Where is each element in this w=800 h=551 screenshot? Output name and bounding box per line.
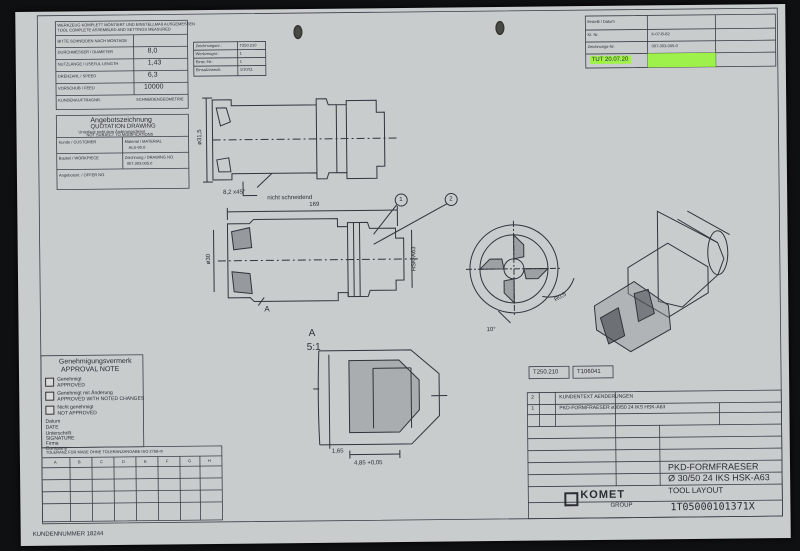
material-value: ALS-90.0 bbox=[128, 144, 146, 150]
tol-h-0: A bbox=[53, 459, 57, 465]
ref-box-2: T106041 bbox=[576, 368, 601, 376]
customer-number: KUNDENNUMMER 18244 bbox=[32, 531, 104, 538]
dim-small: 1,65 bbox=[331, 448, 344, 455]
spec-0-label: Zeichnungsnr.: bbox=[195, 42, 222, 49]
row-2-value: 6,3 bbox=[147, 71, 158, 79]
row-1-value: 1,43 bbox=[147, 59, 162, 67]
drawing-value: 007.303.005.0 bbox=[126, 160, 153, 166]
tr-1-label: Kt. Nr. bbox=[587, 31, 599, 38]
spec-3-label: Einsatzzweck: bbox=[195, 66, 222, 73]
tol-h-1: B bbox=[77, 459, 81, 465]
section-scale: 5:1 bbox=[306, 341, 321, 354]
approved-en: APPROVED bbox=[57, 382, 85, 389]
spec-2-label: Einst.-Nr.: bbox=[195, 58, 214, 65]
approved-changes-en: APPROVED WITH NOTED CHANGES bbox=[57, 395, 145, 403]
row-2-label: DREHZAHL / SPEED bbox=[57, 73, 97, 79]
approved-checkbox[interactable] bbox=[45, 377, 55, 387]
tol-h-6: G bbox=[187, 458, 192, 464]
company-logo-icon bbox=[564, 492, 579, 507]
not-approved-en: NOT APPROVED bbox=[57, 410, 97, 417]
dim-top: ø31,5 bbox=[197, 129, 204, 145]
quotation-note-en: NOT SUBJECT TO MODIFICATIONS bbox=[86, 131, 154, 138]
extra-line-1: KUNDENAUFTRAGNR. bbox=[58, 97, 102, 103]
spec-3-value: 1/10/11 bbox=[239, 66, 253, 72]
offer-label: Angebotsnr. / OFFER NO. bbox=[58, 172, 106, 178]
top-right-green-band bbox=[647, 52, 716, 68]
approved-date-highlight: TUT 20.07.20 bbox=[589, 55, 631, 65]
dim-angle: 8,2 x45° bbox=[223, 189, 246, 196]
tr-2-value: 007-303-005-0 bbox=[651, 43, 678, 49]
hsk-label: HSK-A63 bbox=[411, 246, 418, 272]
nicht-schneidend: nicht schneidend bbox=[267, 194, 313, 202]
spec-2-value: 1 bbox=[239, 58, 243, 64]
approval-title-de: Genehmigungsvermerk bbox=[58, 357, 132, 366]
tol-h-7: H bbox=[207, 458, 211, 464]
tool-name: PKD-FORMFRAESER bbox=[667, 461, 759, 473]
engineering-drawing-sheet: WERKZEUG KOMPLETT MONTIERT UND EINSTELLM… bbox=[15, 3, 791, 547]
tool-name-line: Ø 30/50 24 IKS HSK-A63 bbox=[668, 472, 770, 484]
tool-layout: TOOL LAYOUT bbox=[668, 485, 724, 496]
tol-h-5: F bbox=[165, 458, 169, 464]
row-0-value: 8,0 bbox=[147, 47, 158, 55]
tr-0-label: Erstellt / Datum bbox=[587, 18, 615, 25]
balloon-1: 1 bbox=[399, 197, 403, 204]
part-label: Bauteil / WORKPIECE bbox=[58, 155, 99, 161]
drawing-label: Zeichnung / DRAWING NO. bbox=[124, 154, 175, 160]
tr-1-value: K-07-B-82 bbox=[651, 31, 670, 37]
approved-with-changes-checkbox[interactable] bbox=[45, 391, 55, 401]
row-3-value: 10000 bbox=[143, 83, 164, 91]
extra-line-2: SCHNEIDENGEOMETRIE bbox=[136, 96, 184, 102]
diameter-label: ø30 bbox=[205, 253, 213, 265]
row-3-label: VORSCHUB / FEED bbox=[57, 85, 95, 91]
dim-length: 169 bbox=[309, 201, 320, 208]
spec-1-label: Werkzeugnr.: bbox=[195, 50, 220, 57]
company-sub: GROUP bbox=[610, 502, 633, 509]
tol-h-4: E bbox=[143, 458, 147, 464]
ref-box-1: T250.210 bbox=[532, 369, 559, 376]
spec-1-value: 1 bbox=[239, 50, 242, 56]
tol-h-3: D bbox=[121, 458, 125, 464]
tr-2-label: Zeichnungs-Nr. bbox=[587, 43, 615, 50]
customer-label: Kunde / CUSTOMER bbox=[58, 139, 97, 145]
spec-0-value: T250.210 bbox=[239, 42, 257, 48]
top-left-header-3: BITTE SCHNEIDEN NACH MONTAGE bbox=[57, 37, 128, 44]
not-approved-checkbox[interactable] bbox=[45, 405, 55, 415]
approval-title-en: APPROVAL NOTE bbox=[60, 365, 120, 374]
row-0-label: DURCHMESSER / DIAMETER bbox=[57, 49, 114, 55]
row-1-label: NUTZLÄNGE / USEFUL LENGTH bbox=[57, 60, 119, 67]
rev-0-text: KUNDENTEXT AENDERUNGEN bbox=[559, 393, 634, 401]
section-label: A bbox=[308, 327, 316, 339]
balloon-2: 2 bbox=[449, 196, 453, 203]
rev-1-no: 1 bbox=[531, 405, 535, 412]
tol-h-2: C bbox=[99, 459, 103, 465]
dim-bottom: 4,85 +0,05 bbox=[353, 460, 383, 467]
drawing-number: 1T05000101371X bbox=[670, 501, 755, 514]
section-marker: A bbox=[264, 304, 270, 314]
company-logo-text: KOMET bbox=[580, 488, 626, 502]
angle-detail: 10° bbox=[486, 327, 496, 334]
material-label: Material / MATERIAL bbox=[124, 138, 162, 144]
rev-0-no: 2 bbox=[531, 394, 535, 401]
